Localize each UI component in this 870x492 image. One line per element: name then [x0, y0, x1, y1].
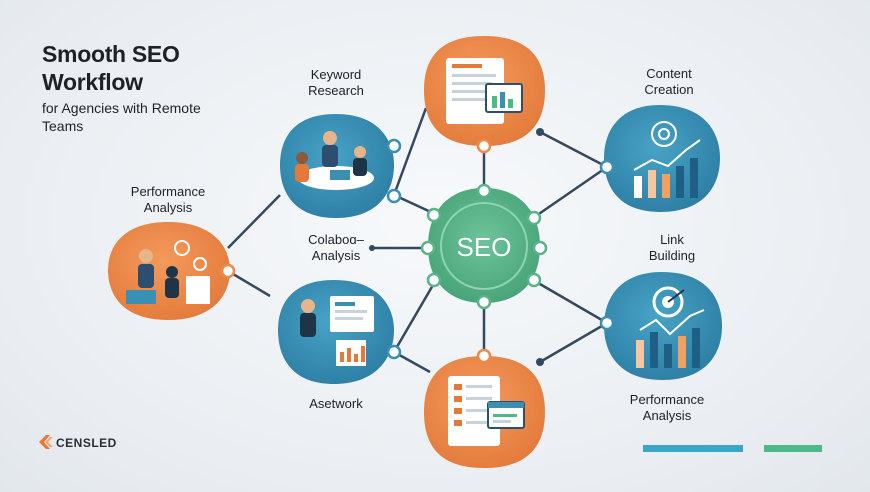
bar-chart-icon — [634, 176, 642, 198]
laptop-icon — [126, 290, 156, 304]
brand-name: CENSLED — [56, 436, 117, 450]
label-content-creation-line1: Content — [646, 66, 692, 81]
label-collaboration-analysis-line1: Colaboɑ– — [308, 232, 364, 247]
label-keyword-research-line2: Research — [308, 83, 364, 98]
page-subtitle: for Agencies with Remote Teams — [42, 100, 201, 134]
label-performance-analysis-left-line1: Performance — [130, 184, 206, 199]
accent-bar-green — [764, 445, 822, 452]
label-asetwork-line1: Asetwork — [309, 396, 363, 411]
person-icon — [139, 249, 153, 263]
label-performance-analysis-left-line2: Analysis — [143, 200, 193, 215]
person-icon — [354, 146, 366, 158]
seo-hub[interactable] — [428, 188, 540, 303]
label-performance-analysis-right-line1: Performance — [629, 392, 705, 407]
label-keyword-research-line1: Keyword — [310, 67, 362, 82]
person-icon — [296, 152, 308, 164]
page-title: Smooth SEO Workflow — [42, 40, 180, 96]
label-content-creation-line2: Creation — [644, 82, 694, 97]
label-performance-analysis-right: Performance Analysis — [612, 392, 722, 424]
label-link-building-line2: Building — [648, 248, 696, 263]
screen-icon — [330, 296, 374, 332]
person-icon — [323, 131, 337, 145]
page-title-line2: Workflow — [42, 69, 143, 95]
page-title-line1: Smooth SEO — [42, 41, 180, 67]
label-collaboration-analysis-line2: Analysis — [311, 248, 361, 263]
person-icon — [301, 299, 315, 313]
label-link-building-line1: Link — [660, 232, 684, 247]
chat-bubble-icon — [174, 240, 190, 256]
node-bottom-illustration[interactable] — [424, 356, 545, 468]
node-top-illustration[interactable] — [424, 36, 545, 146]
node-keyword-research[interactable] — [280, 114, 394, 218]
document-icon — [186, 276, 210, 304]
node-performance-analysis-left[interactable] — [108, 222, 230, 320]
label-keyword-research: Keyword Research — [296, 67, 376, 99]
label-link-building: Link Building — [634, 232, 710, 264]
node-link-building[interactable] — [604, 272, 722, 380]
connector-joints — [369, 128, 544, 366]
brand-logo-icon — [39, 435, 53, 449]
chat-bubble-icon — [193, 257, 207, 271]
label-performance-analysis-left: Performance Analysis — [118, 184, 218, 216]
label-performance-analysis-right-line2: Analysis — [642, 408, 692, 423]
person-icon — [166, 266, 178, 278]
bar-chart-icon — [636, 340, 644, 368]
label-content-creation: Content Creation — [624, 66, 714, 98]
label-asetwork: Asetwork — [296, 396, 376, 412]
target-icon — [651, 121, 677, 147]
accent-bar-teal — [643, 445, 743, 452]
target-icon — [652, 286, 684, 318]
connector-dots — [220, 138, 615, 364]
seo-hub-label: SEO — [457, 232, 512, 262]
label-collaboration-analysis: Colaboɑ– Analysis — [298, 232, 374, 264]
node-content-creation[interactable] — [604, 105, 720, 212]
node-asetwork[interactable] — [278, 280, 394, 384]
